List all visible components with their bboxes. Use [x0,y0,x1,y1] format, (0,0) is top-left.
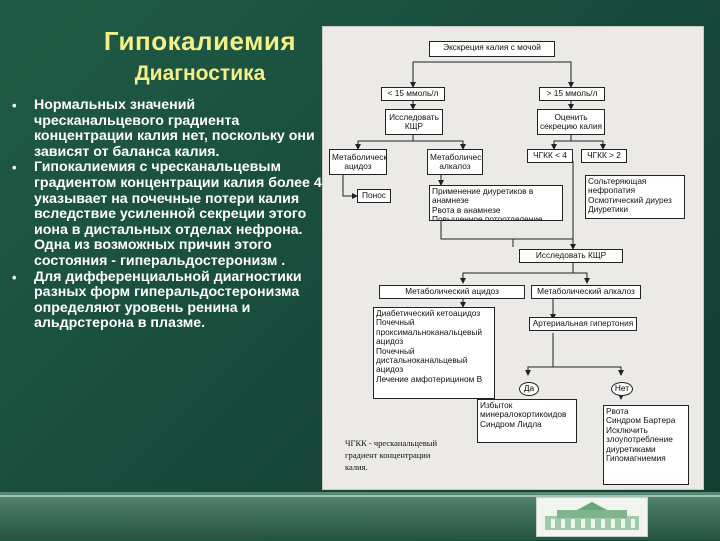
bullet-text: Нормальных значений чресканальцевого гра… [34,97,315,160]
low-excretion-box: < 15 ммоль/л [381,87,445,101]
footer-divider [0,495,720,497]
met-alkalosis-2-box: Метаболический алкалоз [531,285,641,299]
bullet-item: • Нормальных значений чресканальцевого гр… [10,97,322,160]
flowchart: Экскреция калия с мочой < 15 ммоль/л > 1… [322,26,704,490]
investigate-kshr-2-box: Исследовать КЩР [519,249,623,263]
bullet-dot-icon: • [12,269,17,285]
building-logo-icon [536,497,648,537]
met-alkalosis-box: Метаболический алкалоз [427,149,483,175]
hypertension-box: Артериальная гипертония [529,317,637,331]
no-causes-box: Рвота Синдром Бартера Исключить злоупотр… [603,405,689,485]
bullet-text: Для дифференциальной диагностики разных … [34,268,302,332]
slide-subtitle: Диагностика [134,62,266,85]
slide-title: Гипокалиемия [103,26,297,56]
yes-causes-box: Избыток минералокортикоидов Синдром Лидл… [477,399,577,443]
diuretics-history-box: Применение диуретиков в анамнезе Рвота в… [429,185,563,221]
tkgk-gt-box: ЧГКК > 2 [581,149,627,163]
investigate-kshr-box: Исследовать КЩР [385,109,443,135]
bullet-dot-icon: • [12,160,17,176]
bullet-list: • Нормальных значений чресканальцевого гр… [10,97,322,332]
root-box: Экскреция калия с мочой [429,41,555,57]
acidosis-causes-box: Диабетический кетоацидоз Почечный прокси… [373,307,495,399]
abbreviation-note: ЧГКК - чресканальцевый градиент концентр… [345,438,438,472]
bullet-dot-icon: • [12,98,17,113]
building-logo-graphic [545,502,639,530]
met-acidosis-box: Метаболический ацидоз [329,149,387,175]
salt-wasting-box: Сольтеряющая нефропатия Осмотический диу… [585,175,685,219]
diarrhea-box: Понос [357,189,391,203]
yes-node: Да [519,382,539,396]
bullet-text: Гипокалиемия с чресканальцевым градиенто… [34,159,322,269]
bullet-item: • Гипокалиемия с чресканальцевым градиент… [10,160,322,269]
bullet-item: • Для дифференциальной диагностики разных… [10,268,322,332]
high-excretion-box: > 15 ммоль/л [539,87,605,101]
no-node: Нет [611,382,633,396]
assess-secretion-box: Оценить секрецию калия [537,109,605,135]
tkgk-lt-box: ЧГКК < 4 [527,149,573,163]
flowchart-connectors [342,61,624,400]
met-acidosis-2-box: Метаболический ацидоз [379,285,525,299]
